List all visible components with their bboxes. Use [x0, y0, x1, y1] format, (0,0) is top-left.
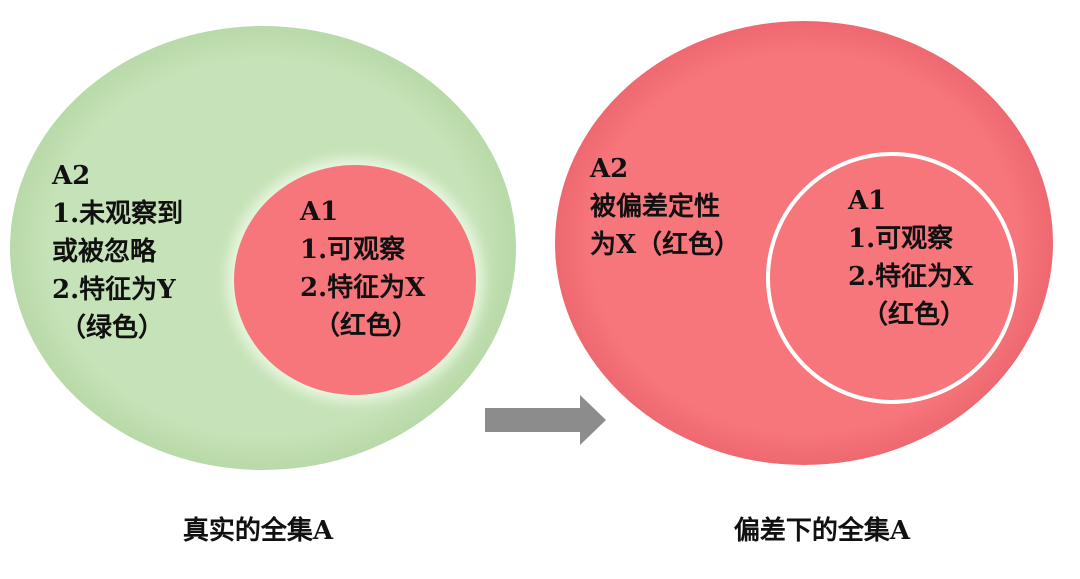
right-a1-label: A1 1.可观察 2.特征为X （红色） — [848, 182, 973, 334]
left-a1-label: A1 1.可观察 2.特征为X （红色） — [300, 193, 425, 345]
right-a1-line: （红色） — [862, 300, 967, 330]
left-a1-title: A1 — [300, 197, 339, 227]
left-inner-set-a1 — [234, 165, 476, 395]
right-a1-line: 1.可观察 — [848, 224, 954, 254]
left-a2-line: （绿色） — [60, 313, 165, 343]
right-a2-label: A2 被偏差定性 为X（红色） — [590, 150, 740, 264]
left-a1-line: 2.特征为X — [300, 273, 426, 303]
right-a2-title: A2 — [590, 154, 629, 184]
right-inner-set-a1 — [766, 152, 1018, 404]
left-a1-line: （红色） — [314, 311, 419, 341]
left-a2-label: A2 1.未观察到 或被忽略 2.特征为Y （绿色） — [52, 157, 183, 347]
left-a2-line: 1.未观察到 — [52, 199, 184, 229]
right-a1-line: 2.特征为X — [848, 262, 974, 292]
right-a2-line: 为X（红色） — [590, 230, 741, 260]
right-arrow-icon — [485, 395, 606, 445]
left-a1-line: 1.可观察 — [300, 235, 406, 265]
left-caption: 真实的全集A — [182, 516, 334, 546]
left-a2-line: 或被忽略 — [52, 237, 157, 267]
right-a1-title: A1 — [848, 186, 887, 216]
left-a2-line: 2.特征为Y — [52, 275, 176, 305]
right-caption: 偏差下的全集A — [733, 516, 911, 546]
right-a2-line: 被偏差定性 — [590, 192, 721, 222]
left-a2-title: A2 — [52, 161, 91, 191]
